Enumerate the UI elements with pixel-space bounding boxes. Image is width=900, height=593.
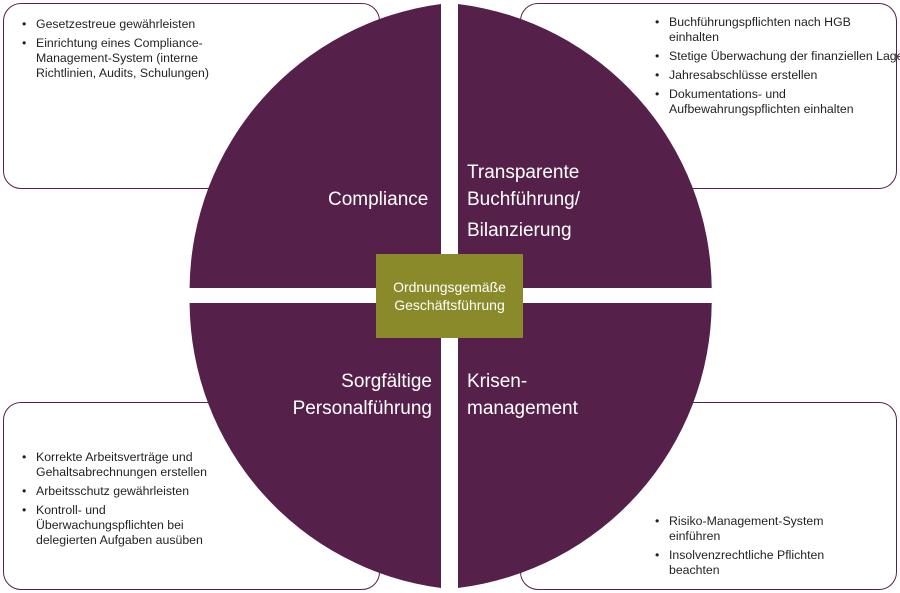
- list-item: Einrichtung eines Compliance-Management-…: [22, 36, 211, 81]
- list-bottom-left: Korrekte Arbeitsverträge und Gehaltsabre…: [16, 450, 216, 552]
- label-krisen: Krisen- management: [467, 371, 578, 419]
- list-top-right: Buchführungspflichten nach HGB einhalten…: [649, 15, 900, 121]
- list-item: Korrekte Arbeitsverträge und Gehaltsabre…: [22, 450, 216, 480]
- label-buchfuehrung: Transparente Buchführung/ Bilanzierung: [467, 162, 581, 241]
- quadrant-buchfuehrung: [458, 4, 712, 288]
- center-label: Ordnungsgemäße Geschäftsführung: [393, 279, 506, 313]
- quadrant-krisen: [458, 303, 712, 588]
- list-item: Gesetzestreue gewährleisten: [22, 17, 367, 32]
- list-bottom-right: Risiko-Management-System einführen Insol…: [649, 514, 869, 582]
- list-item: Risiko-Management-System einführen: [655, 514, 869, 544]
- list-item: Insolvenzrechtliche Pflichten beachten: [655, 548, 869, 578]
- label-compliance: Compliance: [328, 189, 429, 210]
- list-item: Dokumentations- und Aufbewahrungspflicht…: [655, 87, 900, 117]
- quadrant-compliance: [189, 4, 441, 288]
- list-top-left: Gesetzestreue gewährleisten Einrichtung …: [16, 17, 367, 81]
- list-item: Jahresabschlüsse erstellen: [655, 68, 900, 83]
- list-item: Stetige Überwachung der finanziellen Lag…: [655, 49, 900, 64]
- label-personal: Sorgfältige Personalführung: [292, 371, 432, 419]
- list-item: Arbeitsschutz gewährleisten: [22, 484, 216, 499]
- list-item: Kontroll- und Überwachungspflichten bei …: [22, 503, 216, 548]
- quadrant-personal: [189, 303, 441, 588]
- center-box: Ordnungsgemäße Geschäftsführung: [376, 254, 523, 338]
- list-item: Buchführungspflichten nach HGB einhalten: [655, 15, 900, 45]
